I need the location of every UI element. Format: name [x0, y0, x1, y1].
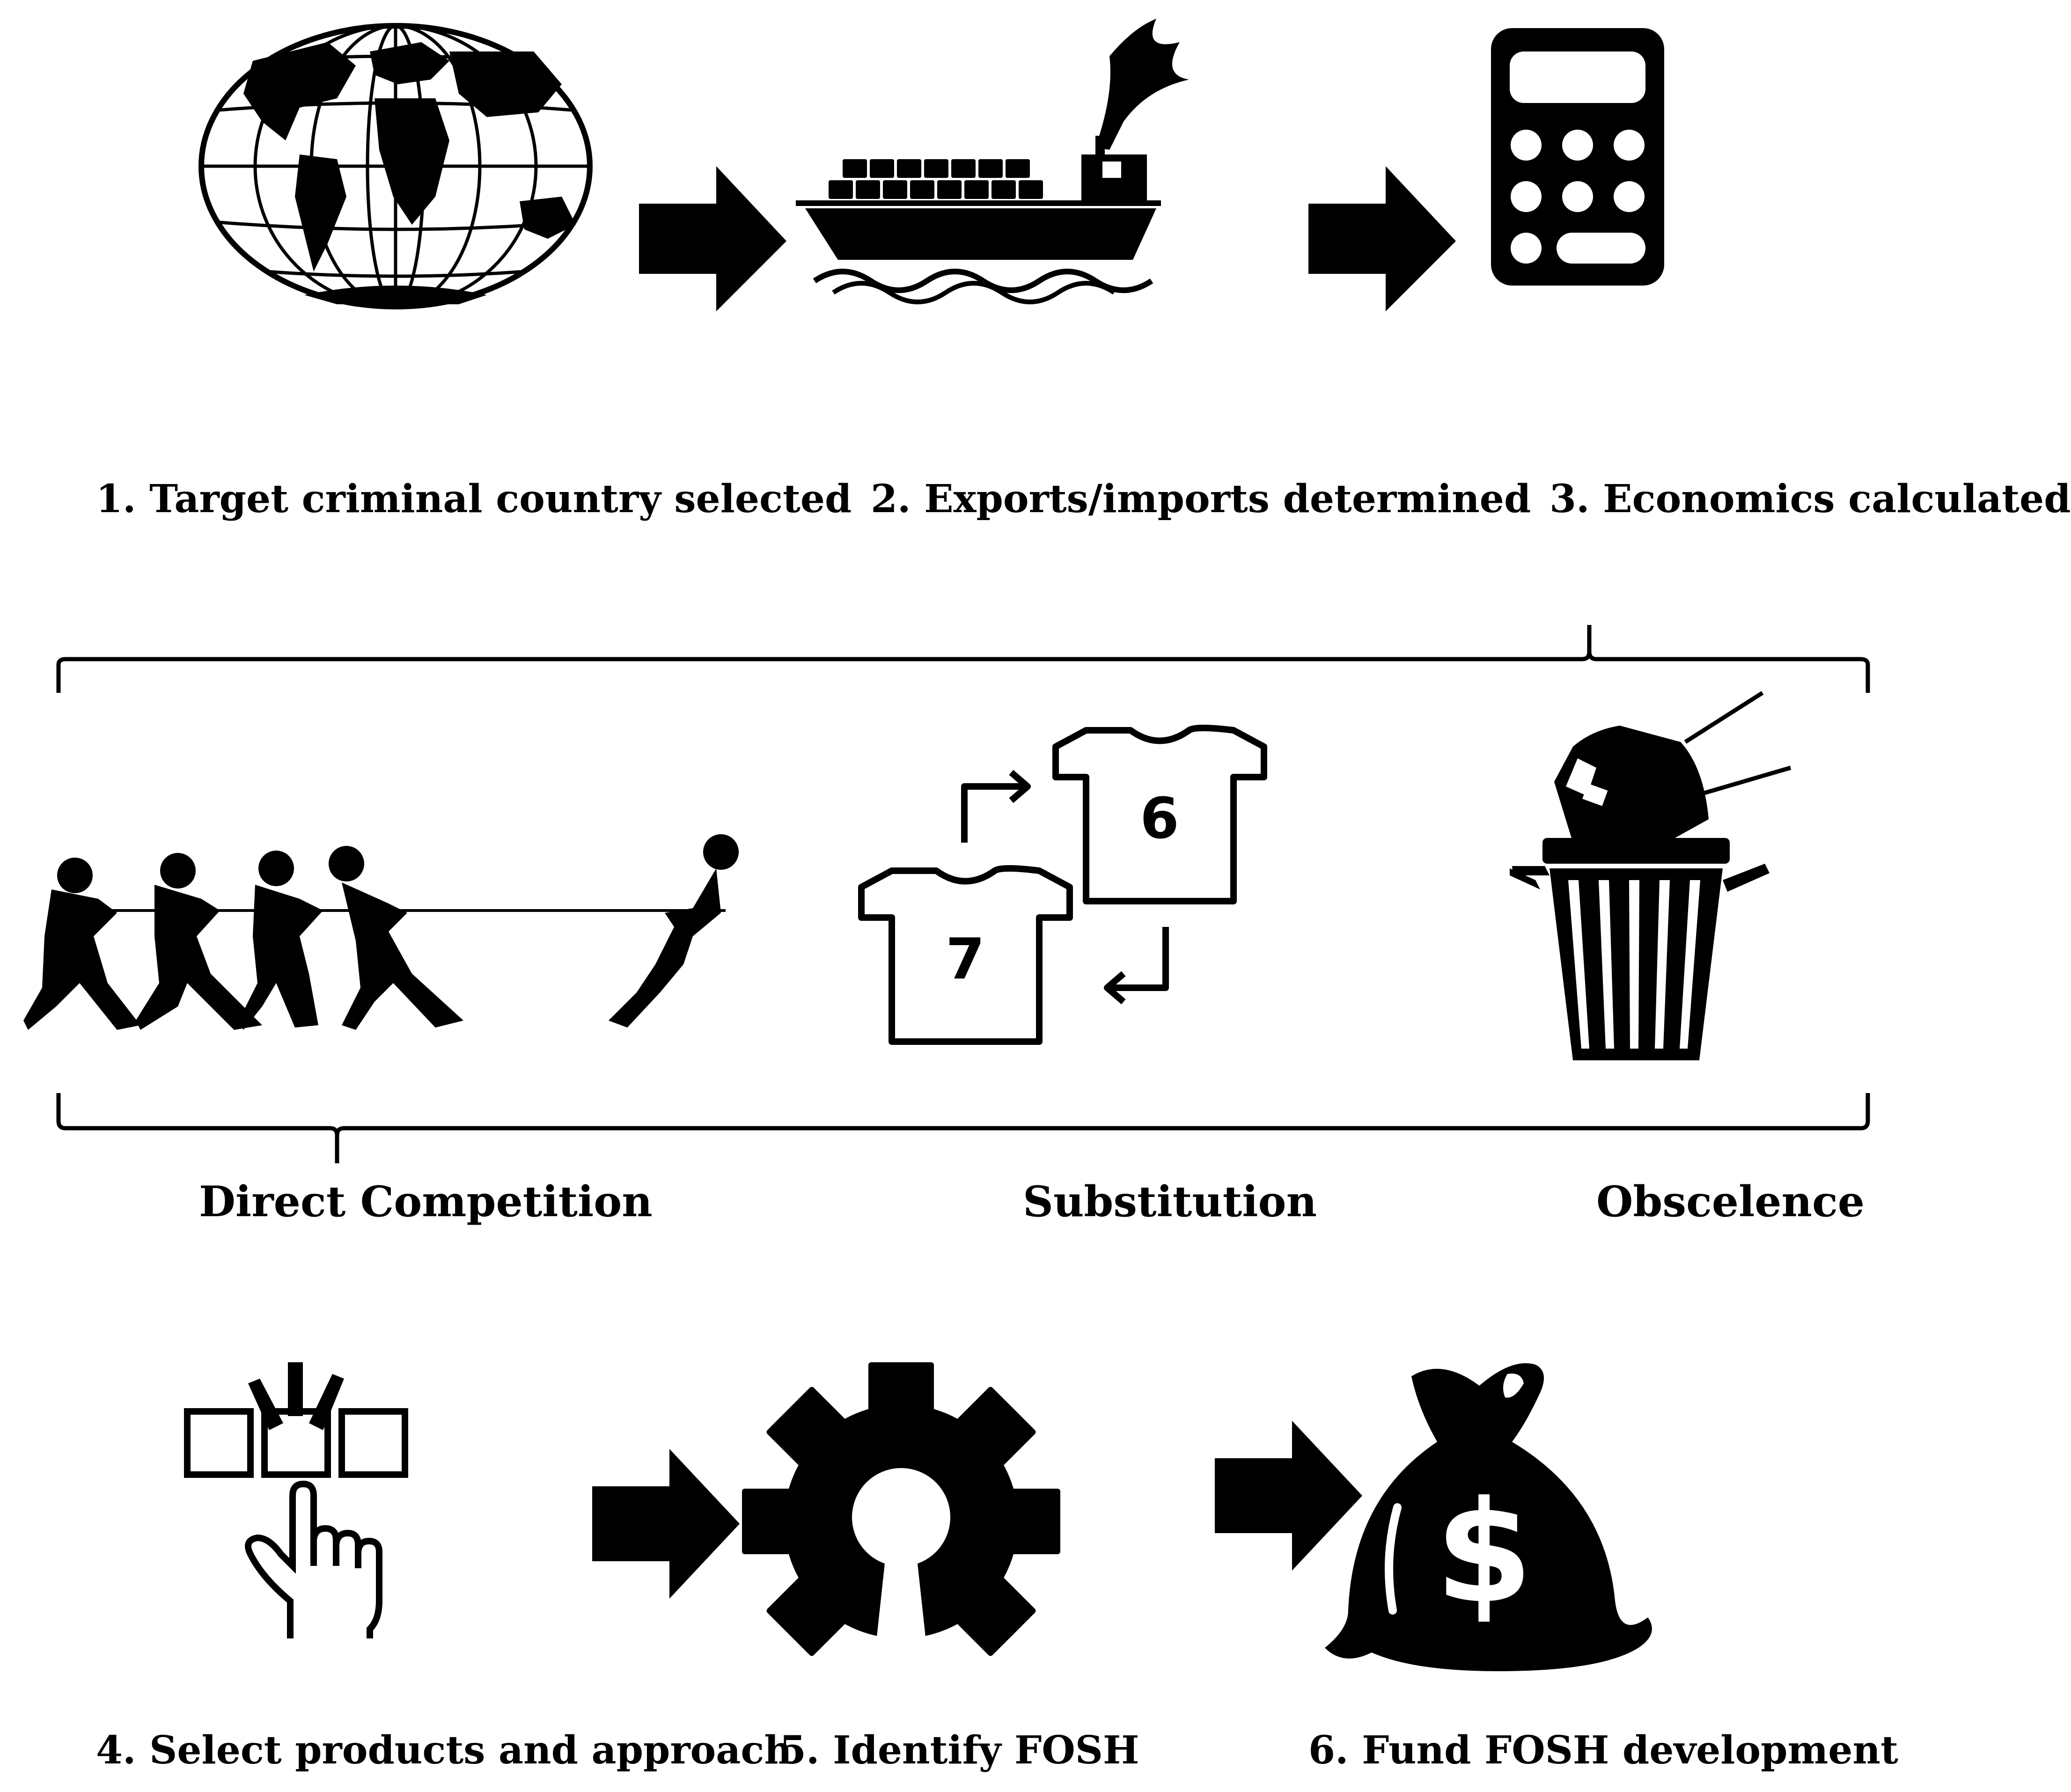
top-brace [56, 625, 1870, 693]
cargo-ship-icon [796, 19, 1189, 304]
open-source-gear-icon [742, 1362, 1060, 1671]
shirt-number-back: 6 [1140, 786, 1179, 852]
globe-icon [198, 23, 593, 309]
shirt-swap-icon [858, 725, 1267, 1045]
calculator-icon [1491, 28, 1664, 286]
dollar-sign: $ [1435, 1471, 1533, 1634]
shirt-number-front: 7 [946, 927, 985, 992]
direct-competition-label: Direct Competition [199, 1177, 653, 1226]
obsolescence-label: Obscelence [1596, 1177, 1865, 1226]
substitution-label: Substitution [1023, 1177, 1317, 1226]
arrow-right-icon [639, 166, 786, 311]
arrow-right-icon [1308, 166, 1456, 311]
selection-hand-icon [184, 1362, 408, 1638]
shirt-front [858, 865, 1073, 1045]
arrow-right-icon [1215, 1421, 1362, 1571]
step-2-label: 2. Exports/imports determined [871, 477, 1531, 521]
trash-can-tv-icon [1510, 691, 1792, 1060]
shirt-back [1052, 725, 1267, 904]
tug-of-war-icon [23, 834, 739, 1030]
fosh-strategy-diagram: 6 7 [23, 19, 1870, 1671]
step-3-label: 3. Economics calculated [1550, 477, 2071, 521]
step-4-label: 4. Select products and approach [96, 1728, 792, 1773]
money-bag-icon: $ [1325, 1363, 1652, 1671]
arrow-right-icon [592, 1449, 740, 1599]
step-1-label: 1. Target criminal country selected [96, 477, 852, 521]
step-5-label: 5. Identify FOSH [779, 1728, 1139, 1773]
swap-arrow-up [961, 770, 1031, 843]
bottom-brace [56, 1093, 1870, 1163]
swap-arrow-down [1104, 927, 1169, 1005]
step-6-label: 6. Fund FOSH development [1308, 1728, 1898, 1773]
